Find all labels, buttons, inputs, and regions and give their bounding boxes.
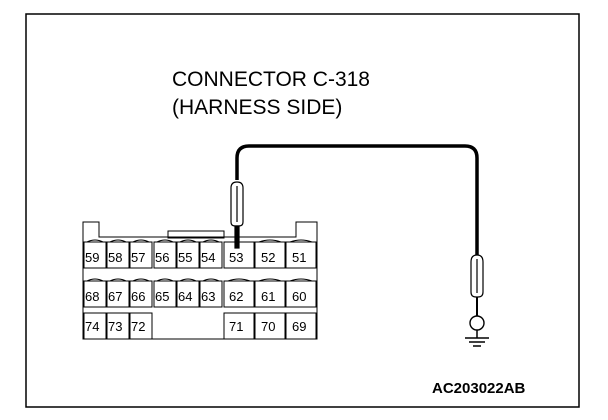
pin-label: 62: [229, 289, 243, 304]
pin-cell-70: [254, 312, 286, 340]
pin-cell-52: [254, 241, 286, 269]
pin-label: 74: [85, 319, 99, 334]
connector-housing: [82, 221, 318, 340]
pin-label: 61: [261, 289, 275, 304]
pin-cell-51: [285, 241, 317, 269]
pin-cell-55: [176, 241, 200, 269]
probe-right: [470, 254, 484, 316]
pin-cell-67: [106, 280, 130, 308]
pin-cell-69: [285, 312, 317, 340]
pin-label: 64: [178, 289, 192, 304]
pin-row-1: [83, 241, 317, 269]
connector-title: CONNECTOR C-318: [172, 68, 370, 91]
pin-label: 71: [229, 319, 243, 334]
latch-marks: [86, 239, 313, 282]
diagram-border: [25, 13, 580, 408]
pin-label: 54: [201, 250, 215, 265]
pin-label: 65: [155, 289, 169, 304]
pin-cell-66: [129, 280, 153, 308]
pin-row-3: [83, 312, 317, 340]
pin-cell-63: [199, 280, 223, 308]
pin-label: 63: [201, 289, 215, 304]
pin-label: 53: [229, 250, 243, 265]
pin-label: 67: [108, 289, 122, 304]
pin-cell-68: [83, 280, 107, 308]
probe-wire: [235, 144, 479, 255]
pin-cell-72: [129, 312, 153, 340]
pin-label: 51: [292, 250, 306, 265]
pin-cell-57: [129, 241, 153, 269]
pin-label: 66: [131, 289, 145, 304]
pin-cell-59: [83, 241, 107, 269]
pin-cell-61: [254, 280, 286, 308]
pin-label: 57: [131, 250, 145, 265]
pin-cell-65: [153, 280, 177, 308]
pin-cell-74: [83, 312, 107, 340]
pin-label: 52: [261, 250, 275, 265]
pin-label: 56: [155, 250, 169, 265]
pin-cell-62: [223, 280, 255, 308]
pin-cell-60: [285, 280, 317, 308]
pin-label: 69: [292, 319, 306, 334]
pin-row-2: [83, 280, 317, 308]
connector-subtitle: (HARNESS SIDE): [172, 96, 342, 119]
pin-label: 68: [85, 289, 99, 304]
ground-icon: [465, 315, 489, 347]
pin-cell-71: [223, 312, 255, 340]
pin-label: 73: [108, 319, 122, 334]
pin-label: 70: [261, 319, 275, 334]
probe-left: [230, 181, 244, 249]
pin-cell-58: [106, 241, 130, 269]
pin-label: 60: [292, 289, 306, 304]
pin-label: 72: [131, 319, 145, 334]
pin-cell-73: [106, 312, 130, 340]
pin-label: 58: [108, 250, 122, 265]
pin-cell-53: [223, 241, 255, 269]
pin-label: 59: [85, 250, 99, 265]
figure-code: AC203022AB: [432, 380, 526, 397]
pin-label: 55: [178, 250, 192, 265]
pin-cell-64: [176, 280, 200, 308]
pin-cell-54: [199, 241, 223, 269]
pin-cell-56: [153, 241, 177, 269]
